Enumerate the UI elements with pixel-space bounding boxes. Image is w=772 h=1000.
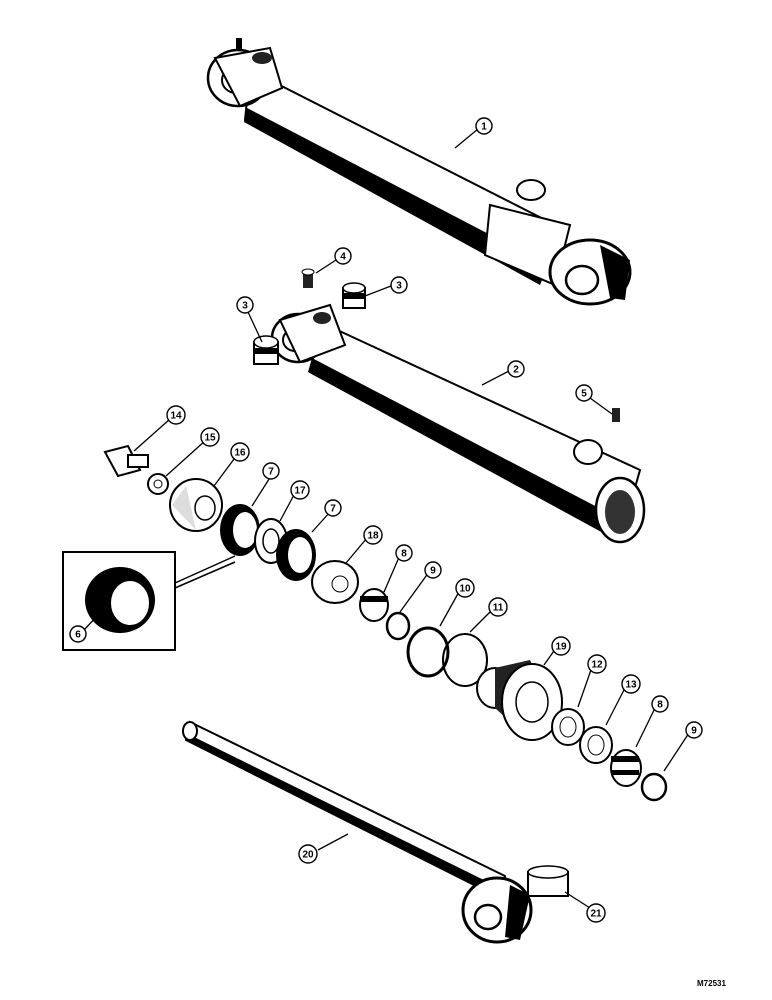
part-3-bushing-a	[342, 282, 366, 309]
part-13-washer	[579, 726, 613, 764]
callout-9a: 9	[424, 561, 442, 579]
part-14-bolt	[103, 444, 149, 478]
callout-5-label: 5	[581, 389, 587, 400]
part-12-washer	[551, 708, 585, 746]
part-21-bushing	[527, 865, 569, 897]
callout-20-label: 20	[302, 850, 314, 861]
callout-17-label: 17	[294, 486, 306, 497]
callout-6: 6	[69, 625, 87, 643]
callout-11: 11	[488, 597, 508, 617]
part-7-seal-a	[220, 504, 260, 556]
callout-1: 1	[475, 117, 493, 135]
callout-21-label: 21	[590, 909, 602, 920]
part-7-seal-b	[276, 529, 316, 581]
part-18-plate	[311, 560, 359, 604]
callout-3a-label: 3	[396, 281, 402, 292]
callout-17: 17	[290, 480, 310, 500]
leader-lines	[83, 128, 690, 909]
callout-12: 12	[587, 654, 607, 674]
callout-16: 16	[230, 442, 250, 462]
callout-4: 4	[334, 247, 352, 265]
callout-20: 20	[298, 844, 318, 864]
callout-16-label: 16	[234, 448, 246, 459]
part-4-grease-fitting	[301, 268, 315, 288]
callout-5: 5	[575, 384, 593, 402]
callout-8a: 8	[395, 544, 413, 562]
callout-13: 13	[621, 674, 641, 694]
callout-18-label: 18	[367, 531, 379, 542]
callout-15-label: 15	[204, 433, 216, 444]
callout-8a-label: 8	[401, 549, 407, 560]
part-8-bushing-b	[610, 749, 642, 787]
part-16-cap	[169, 478, 223, 532]
callout-9a-label: 9	[430, 566, 436, 577]
reference-code: M72531	[697, 979, 726, 988]
callout-13-label: 13	[625, 680, 637, 691]
callout-3b: 3	[236, 296, 254, 314]
callout-14-label: 14	[170, 411, 182, 422]
callout-7b: 7	[324, 499, 342, 517]
part-10-o-ring	[406, 626, 450, 678]
callout-7b-label: 7	[330, 504, 336, 515]
callout-6-label: 6	[75, 630, 81, 641]
callout-3a: 3	[390, 276, 408, 294]
part-6-inset	[62, 551, 236, 651]
part-11-backup-ring	[442, 633, 488, 687]
callout-1-label: 1	[481, 122, 487, 133]
part-20-piston-rod	[182, 720, 533, 944]
callout-19: 19	[551, 636, 571, 656]
callout-9b: 9	[685, 721, 703, 739]
part-3-bushing-b	[253, 335, 279, 365]
callout-12-label: 12	[591, 660, 603, 671]
part-9-o-ring-a	[385, 611, 411, 641]
callout-2-label: 2	[513, 365, 519, 376]
part-19-gland	[476, 660, 563, 741]
callout-21: 21	[586, 903, 606, 923]
callout-8b-label: 8	[657, 700, 663, 711]
part-5-set-screw	[612, 408, 620, 422]
callout-7a-label: 7	[268, 467, 274, 478]
callout-9b-label: 9	[691, 726, 697, 737]
callout-4-label: 4	[340, 252, 346, 263]
part-15-washer	[147, 473, 169, 495]
callout-14: 14	[166, 405, 186, 425]
callout-15: 15	[200, 427, 220, 447]
part-1-cylinder-assembly	[206, 38, 632, 306]
callout-11-label: 11	[493, 603, 504, 614]
callout-2: 2	[507, 360, 525, 378]
callout-8b: 8	[651, 695, 669, 713]
callout-18: 18	[363, 525, 383, 545]
callout-10: 10	[455, 578, 475, 598]
callout-7a: 7	[262, 462, 280, 480]
part-9-o-ring-b	[640, 772, 668, 802]
callout-10-label: 10	[459, 584, 471, 595]
part-8-bushing-a	[359, 588, 389, 622]
callout-19-label: 19	[555, 642, 567, 653]
callout-3b-label: 3	[242, 301, 248, 312]
